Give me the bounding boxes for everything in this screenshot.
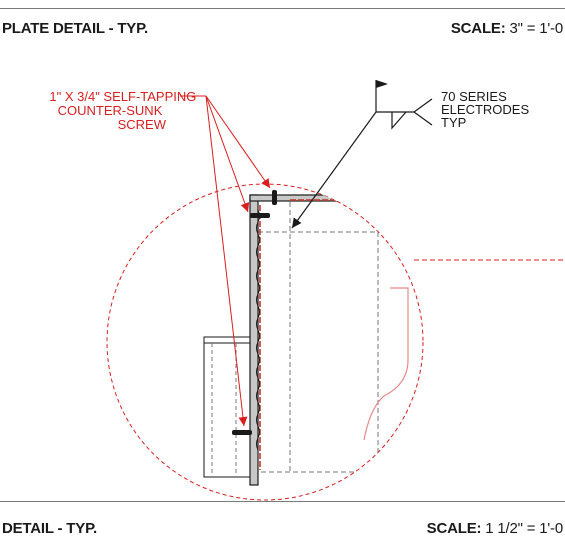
plate-detail-scale: SCALE: 3" = 1'-0	[451, 20, 563, 37]
screw-callout-leaders	[180, 95, 271, 427]
screw-head-lower	[232, 430, 252, 435]
detail-circle	[106, 183, 424, 501]
weld-callout-line-1: 70 SERIES	[441, 89, 507, 104]
screw-leader-upper	[205, 95, 250, 213]
screw-head-top	[272, 190, 277, 205]
screw-callout-line-3: SCREW	[118, 117, 167, 132]
plate-detail-scale-label: SCALE:	[450, 20, 506, 37]
detail-scale-value: 1 1/2" = 1'-0	[485, 520, 563, 537]
detail-scale: SCALE: 1 1/2" = 1'-0	[426, 520, 564, 537]
screw-leader-top	[205, 95, 271, 189]
plate-detail-scale-value: 3" = 1'-0	[509, 20, 563, 37]
screw-callout-text: 1" X 3/4" SELF-TAPPING COUNTER-SUNK SCRE…	[49, 89, 200, 132]
bottom-frame-line	[0, 501, 565, 502]
screw-callout-line-1: 1" X 3/4" SELF-TAPPING	[49, 89, 196, 104]
top-plate	[249, 194, 361, 202]
screw-leader-lower	[205, 95, 248, 427]
weld-callout-text: 70 SERIES ELECTRODES TYP	[441, 89, 533, 130]
adjoining-block	[203, 336, 251, 478]
screw-callout-line-2: COUNTER-SUNK	[58, 103, 163, 118]
screw-head-upper	[250, 213, 270, 218]
weld-flag	[376, 80, 388, 88]
weld-tail	[413, 98, 433, 126]
detail-contents	[203, 190, 409, 486]
weld-callout-line-2: ELECTRODES	[441, 102, 529, 117]
profile-outline	[363, 287, 409, 441]
weld-callout-line-3: TYP	[441, 115, 466, 130]
weld-bead	[256, 209, 260, 451]
hidden-member-outline	[257, 231, 379, 473]
fillet-weld-symbol	[391, 111, 407, 130]
detail-title: DETAIL - TYP.	[2, 520, 97, 537]
weld-arrow-leader	[291, 111, 377, 229]
top-frame-line	[0, 8, 565, 9]
weld-symbol	[291, 80, 433, 229]
detail-scale-label: SCALE:	[426, 520, 482, 537]
plate-detail-title: PLATE DETAIL - TYP.	[2, 20, 148, 37]
